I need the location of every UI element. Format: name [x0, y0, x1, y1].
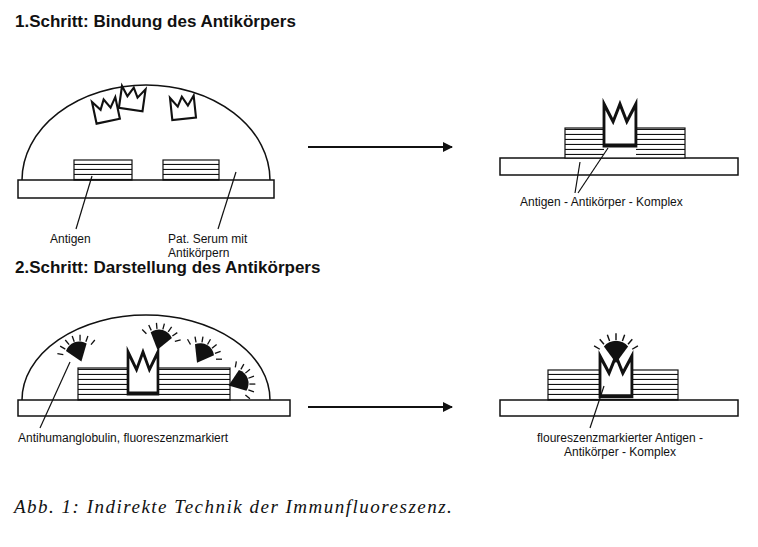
part-label: Pat. Serum mit Antikörpern [168, 232, 283, 261]
slide-with-serum [18, 85, 274, 198]
antigen-antibody-complex [500, 104, 738, 175]
leader-line [578, 148, 608, 193]
part-label: floureszenzmarkierter Antigen - Antikörp… [520, 431, 720, 460]
part-label: Antigen - Antikörper - Komplex [520, 195, 683, 209]
slide-with-conjugate [18, 315, 290, 416]
leader-line [76, 176, 92, 229]
leader-line [218, 172, 236, 229]
process-arrow [308, 146, 452, 148]
step-heading: 1.Schritt: Bindung des Antikörpers [15, 12, 296, 32]
figure-caption: Abb. 1: Indirekte Technik der Immunfluor… [14, 496, 453, 519]
part-label: Antihumanglobulin, fluoreszenzmarkiert [18, 431, 228, 445]
fluorescent-complex [500, 333, 738, 416]
leader-line [590, 386, 604, 428]
part-label: Antigen [50, 232, 91, 246]
step-heading: 2.Schritt: Darstellung des Antikörpers [15, 258, 320, 278]
leader-line [575, 162, 580, 193]
process-arrow [308, 406, 452, 408]
leader-line [40, 362, 70, 428]
